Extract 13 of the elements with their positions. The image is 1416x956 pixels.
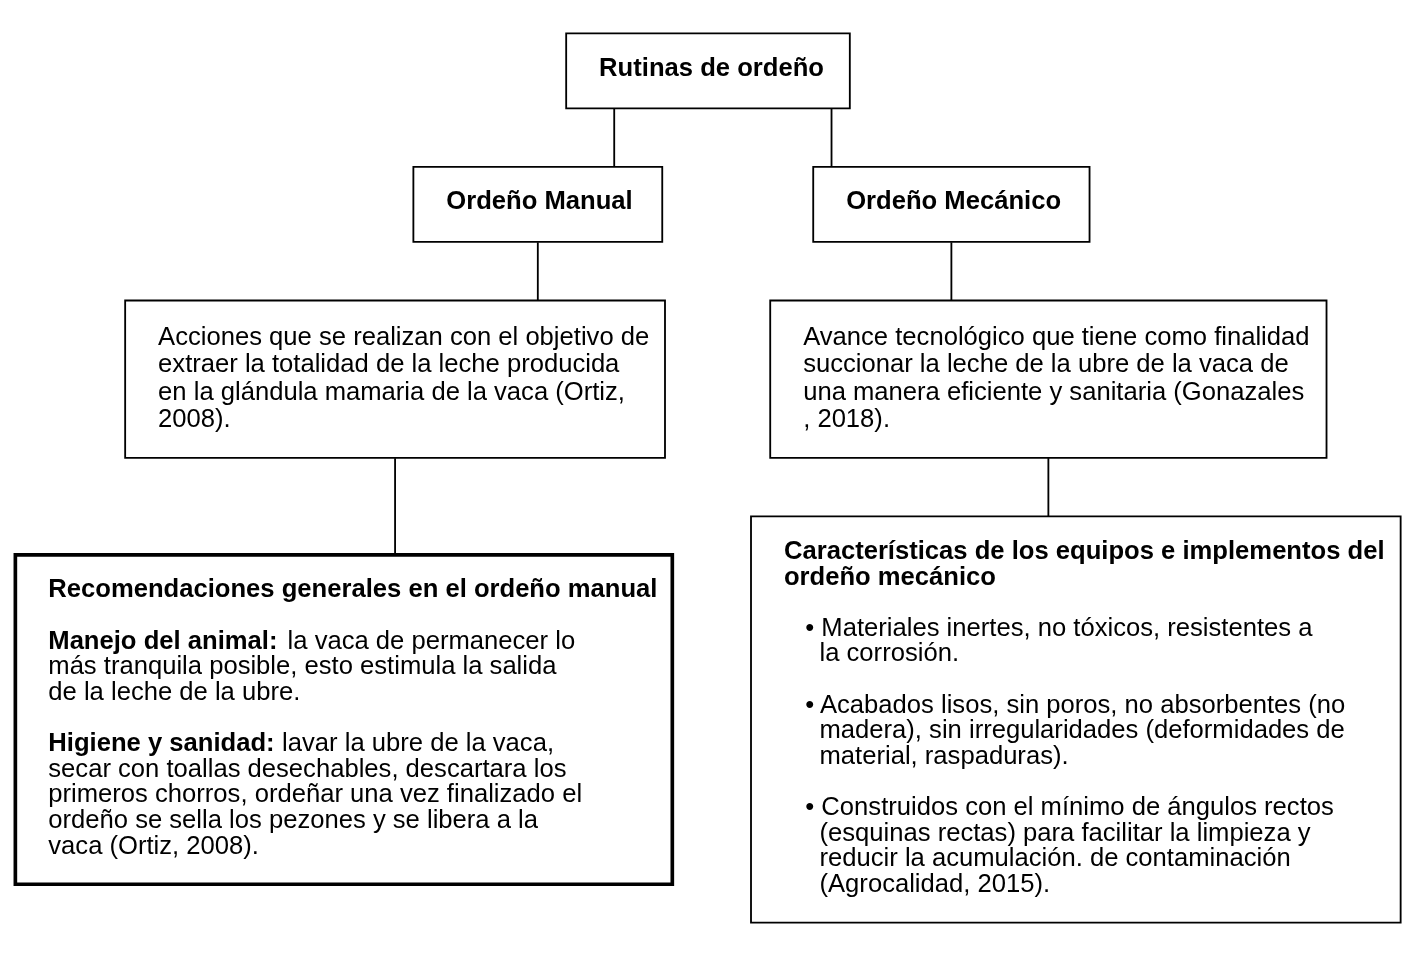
connector <box>1047 457 1050 518</box>
node-box: Avance tecnológico que tiene como finalidad succionar la leche de la ubre de la vaca de una manera eficiente y sanitaria (Gonazales , 2018). <box>769 299 1328 459</box>
connector <box>613 107 616 168</box>
node-box: Ordeño Mecánico <box>812 166 1091 243</box>
node-box: Ordeño Manual <box>412 166 664 243</box>
node-box: Acciones que se realizan con el objetivo de extraer la totalidad de la leche producida en la glándula mamaria de la vaca (Ortiz, 2008). <box>124 299 666 459</box>
connector <box>536 241 539 302</box>
connector <box>830 107 833 168</box>
node-box: Características de los equipos e implementos del ordeño mecánico • Materiales inertes, no tóxicos, resistentes a la corrosión. • Acabados lisos, sin poros, no absorbentes (no madera), sin irregularidades (deformidades de material, raspaduras). • Construidos con el mínimo de ángulos rectos (esquinas rectas) para facilitar la limpieza y reducir la acumulación. de contaminación (Agrocalidad, 2015). <box>750 515 1402 924</box>
node-box: Recomendaciones generales en el ordeño manual Manejo del animal: la vaca de permanecer lo más tranquila posible, esto estimula la salida de la leche de la ubre. Higiene y sanidad: lavar la ubre de la vaca, secar con toallas desechables, descartara los primeros chorros, ordeñar una vez finalizado el ordeño se sella los pezones y se libera a la vaca (Ortiz, 2008). <box>13 553 675 887</box>
connector <box>394 457 396 556</box>
connector <box>950 241 953 302</box>
node-box: Rutinas de ordeño <box>565 32 851 110</box>
